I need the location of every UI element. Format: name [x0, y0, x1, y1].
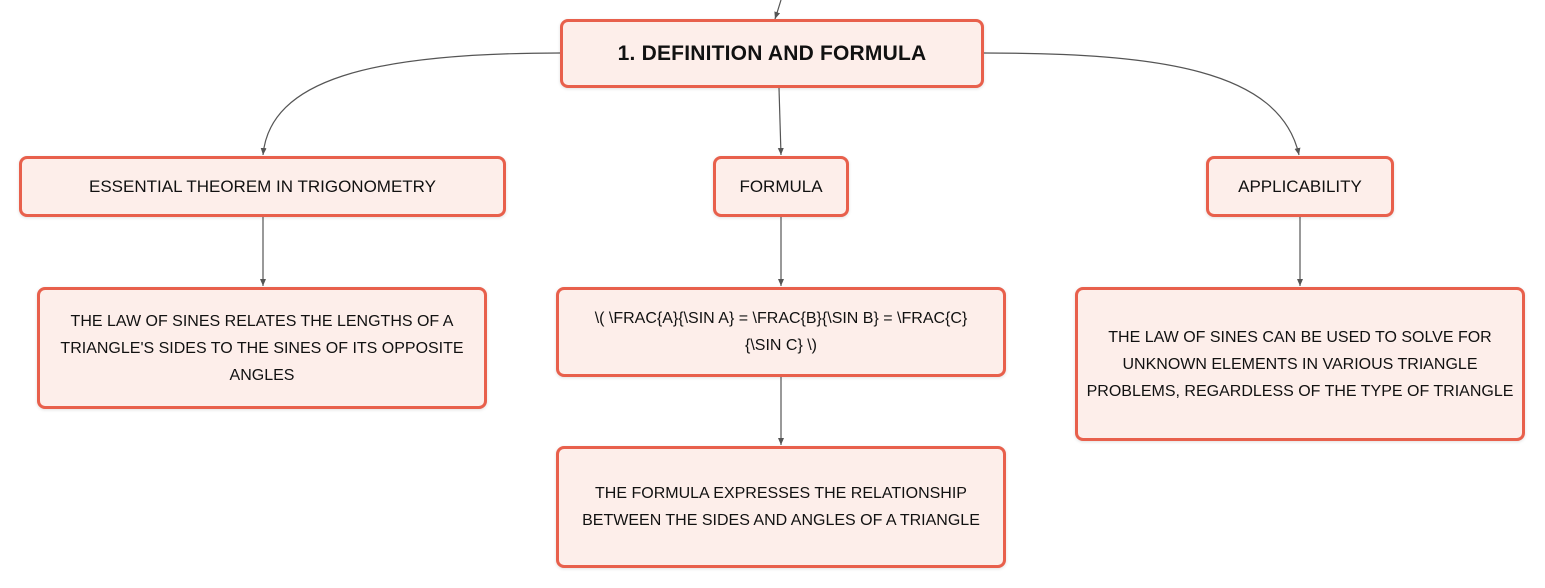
leaf-node-label: THE LAW OF SINES RELATES THE LENGTHS OF …: [60, 312, 464, 384]
leaf-node-explanation[interactable]: THE FORMULA EXPRESSES THE RELATIONSHIP B…: [556, 446, 1006, 568]
branch-node-label: FORMULA: [739, 176, 823, 196]
root-node-label: 1. DEFINITION AND FORMULA: [617, 41, 927, 65]
incoming-connector: [774, 0, 782, 20]
root-node[interactable]: 1. DEFINITION AND FORMULA: [560, 19, 984, 88]
connector-root-to-formula: [777, 87, 784, 156]
branch-node-formula[interactable]: FORMULA: [713, 156, 849, 217]
branch-node-theorem[interactable]: ESSENTIAL THEOREM IN TRIGONOMETRY: [19, 156, 506, 217]
branch-node-label: ESSENTIAL THEOREM IN TRIGONOMETRY: [89, 176, 436, 196]
leaf-node-usage[interactable]: THE LAW OF SINES CAN BE USED TO SOLVE FO…: [1075, 287, 1525, 441]
leaf-node-label: THE FORMULA EXPRESSES THE RELATIONSHIP B…: [582, 485, 980, 529]
leaf-node-definition[interactable]: THE LAW OF SINES RELATES THE LENGTHS OF …: [37, 287, 487, 409]
leaf-node-label: \( \FRAC{A}{\SIN A} = \FRAC{B}{\SIN B} =…: [594, 310, 968, 354]
branch-node-label: APPLICABILITY: [1238, 176, 1362, 196]
connector-root-to-applicability: [983, 52, 1301, 156]
connector-root-to-theorem: [260, 52, 561, 156]
leaf-node-label: THE LAW OF SINES CAN BE USED TO SOLVE FO…: [1086, 328, 1514, 400]
branch-node-applicability[interactable]: APPLICABILITY: [1206, 156, 1394, 217]
leaf-node-equation[interactable]: \( \FRAC{A}{\SIN A} = \FRAC{B}{\SIN B} =…: [556, 287, 1006, 377]
